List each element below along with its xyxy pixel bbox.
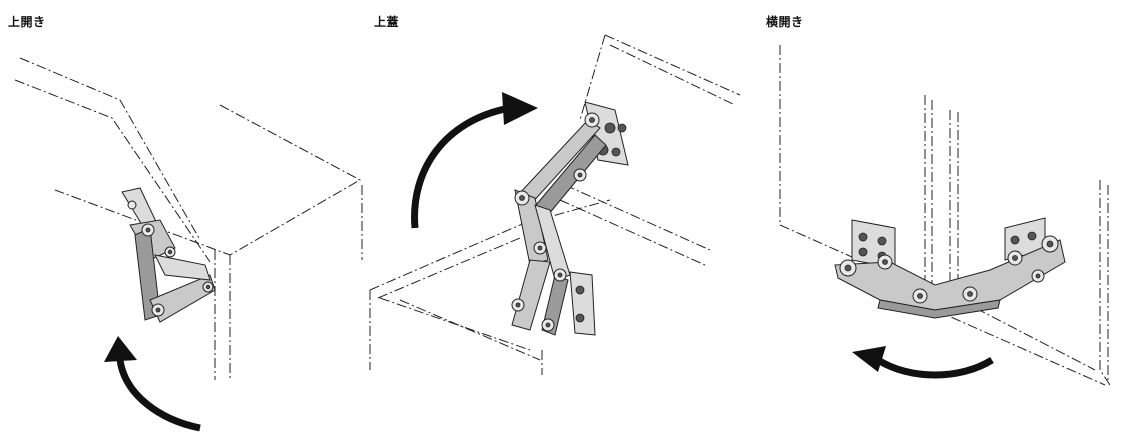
panel-top-lid: 上蓋 [369,0,760,438]
caption-top-lid: 上蓋 [374,15,400,29]
side-opening-diagram [779,45,1111,386]
caption-side-opening: 横開き [766,15,804,29]
rotation-arrow-top-lid [411,92,538,229]
upward-opening-diagram [14,57,363,432]
hinge-top-lid [511,101,629,336]
cabinet-outline [369,34,741,375]
cabinet-outline [14,57,363,380]
cabinet-outline [779,45,1111,386]
caption-upward-opening: 上開き [8,15,46,29]
top-lid-diagram [369,34,741,375]
rotation-arrow-side [852,346,994,379]
hinge-upward [121,187,216,323]
panel-side-opening: 横開き [760,0,1129,438]
hinge-side [834,217,1066,319]
rotation-arrow-upward [104,336,201,432]
panel-upward-opening: 上開き [0,0,370,438]
